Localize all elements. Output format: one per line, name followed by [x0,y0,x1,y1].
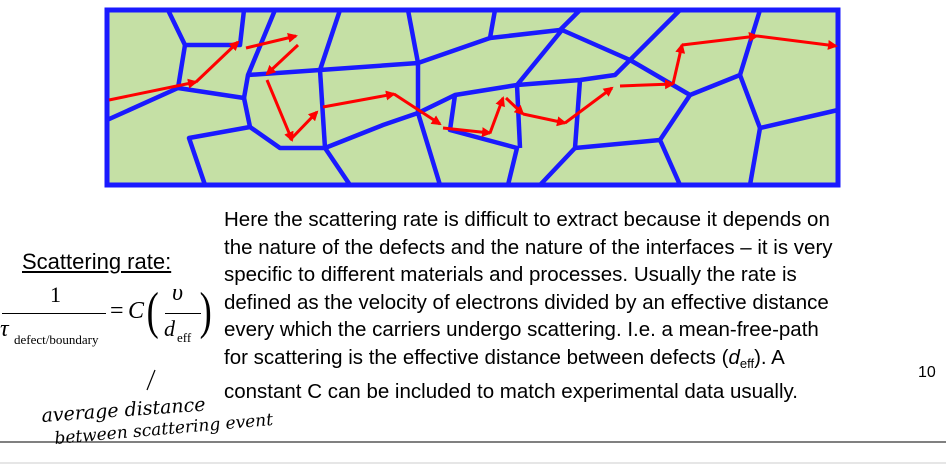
formula-equals: = [110,298,124,324]
grain-region [104,7,841,188]
paragraph-line: the nature of the defects and the nature… [224,235,833,259]
paragraph-line: constant C can be included to match expe… [224,379,798,403]
grain-boundary-diagram [104,7,841,188]
paragraph-line: defined as the velocity of electrons div… [224,290,829,314]
explanation-paragraph: Here the scattering rate is difficult to… [224,206,936,405]
right-paren: ) [199,283,212,340]
paragraph-line: specific to different materials and proc… [224,263,797,287]
formula-d-subscript: eff [177,330,192,345]
left-paren: ( [146,283,159,340]
scattering-rate-formula: 1 τ defect/boundary = C ( υ d eff ) [0,280,215,360]
paragraph-line: every which the carriers undergo scatter… [224,318,819,342]
formula-velocity: υ [172,280,184,306]
page-number: 10 [918,364,936,381]
handwritten-annotation: average distance between scattering even… [0,369,946,464]
paragraph-line: for scattering is the effective distance… [224,345,785,371]
inner-fraction-bar [165,313,201,314]
fraction-bar [2,313,106,314]
deff-symbol: d [728,345,740,369]
formula-numerator: 1 [50,282,61,307]
formula-tau: τ [0,316,9,342]
paragraph-line: Here the scattering rate is difficult to… [224,208,830,231]
formula-tau-subscript: defect/boundary [14,332,99,347]
formula-d: d [164,316,175,341]
deff-subscript: eff [739,355,755,371]
electron-path [108,31,838,142]
scattering-rate-label: Scattering rate: [22,249,172,274]
formula-constant: C [128,298,145,324]
